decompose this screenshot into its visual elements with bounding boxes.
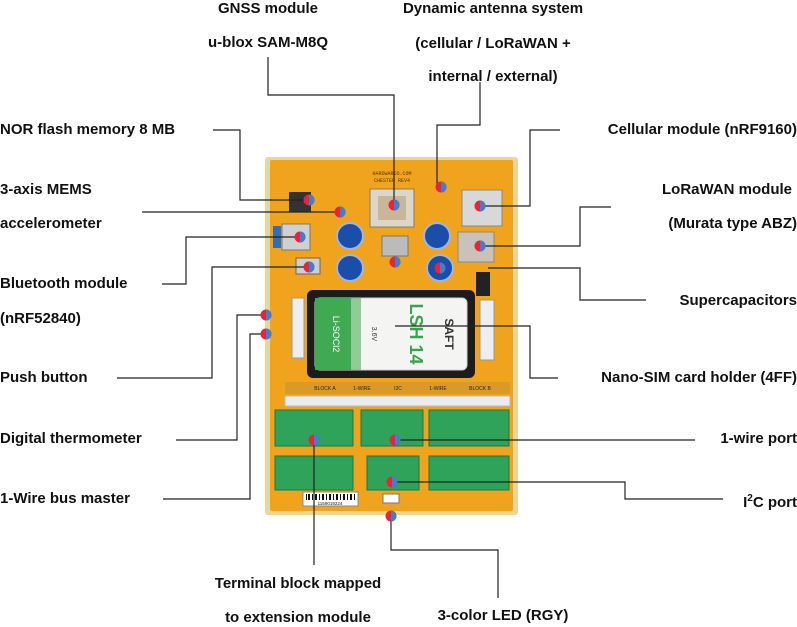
barcode-bars [306, 494, 355, 500]
header-strip [284, 395, 511, 407]
left-side-connector [291, 297, 305, 359]
battery-type: Li-SOCl2 [331, 316, 341, 353]
callout-line-cellular [480, 129, 560, 207]
callout-line-bluetooth [162, 236, 300, 285]
block-label-strip [285, 382, 510, 394]
battery-green-band [315, 298, 351, 370]
sim-holder-top [381, 235, 409, 257]
label-antenna-line1: Dynamic antenna system [402, 0, 584, 17]
battery-brand: SAFT [442, 318, 456, 350]
label-nano-sim: Nano-SIM card holder (4FF) [601, 369, 797, 386]
label-mems-line2: accelerometer [0, 215, 102, 232]
callout-lines [117, 57, 723, 598]
block-labels: BLOCK A 1-WIRE I2C 1-WIRE BLOCK B [314, 386, 491, 392]
callout-line-led [390, 516, 499, 598]
label-gnss-line2: u-blox SAM-M8Q [208, 34, 328, 51]
label-antenna-line2: (cellular / LoRaWAN + [415, 35, 571, 52]
terminal-block-b-bottom [428, 455, 510, 491]
i2c-prefix: I [743, 494, 748, 511]
label-onewire-port: 1-wire port [720, 430, 797, 447]
label-nor-flash: NOR flash memory 8 MB [0, 121, 176, 138]
label-i2c-port: I2C port [743, 490, 797, 512]
callout-line-supercaps [488, 267, 646, 301]
battery-voltage: 3.6V [370, 327, 377, 342]
block-label: BLOCK A [314, 386, 336, 392]
callout-line-nano-sim [395, 325, 558, 379]
marker-blue-halves [266, 181, 486, 522]
label-gnss-line1: GNSS module [217, 0, 318, 17]
block-label: 1-WIRE [429, 386, 447, 392]
label-lorawan-line2: (Murata type ABZ) [668, 215, 797, 232]
supercap-holder [476, 272, 490, 296]
label-onewire-master: 1-Wire bus master [0, 490, 130, 507]
label-terminal-line1: Terminal block mapped [214, 575, 382, 592]
label-antenna-line3: internal / external) [428, 68, 558, 85]
board-brand-text: HARDWARIO.COM [372, 171, 411, 177]
capacitor-1 [336, 222, 364, 250]
right-side-connector [479, 299, 495, 361]
callout-line-i2c [392, 481, 723, 500]
label-terminal-line2: to extension module [225, 609, 371, 626]
label-bluetooth-line2: (nRF52840) [0, 310, 81, 327]
battery-green-band-2 [351, 298, 361, 370]
capacitor-3 [336, 254, 364, 282]
rgy-led [382, 493, 400, 504]
label-supercaps: Supercapacitors [679, 292, 797, 309]
label-cellular: Cellular module (nRF9160) [607, 121, 797, 138]
callout-line-push-button [117, 266, 310, 379]
callout-line-antenna [436, 82, 481, 185]
callout-line-lorawan [480, 206, 611, 247]
label-thermometer: Digital thermometer [0, 430, 142, 447]
serial-number: 1159019224 [318, 501, 343, 506]
label-lorawan-line1: LoRaWAN module [662, 181, 792, 198]
callout-line-thermometer [176, 314, 265, 441]
i2c-suffix: C port [752, 494, 797, 511]
battery-model: LSH 14 [406, 303, 426, 364]
label-bluetooth-line1: Bluetooth module [0, 275, 128, 292]
callout-line-gnss [267, 57, 395, 205]
block-label: I2C [394, 386, 402, 392]
label-mems-line1: 3-axis MEMS [0, 181, 92, 198]
label-led: 3-color LED (RGY) [437, 607, 569, 624]
capacitor-2 [423, 222, 451, 250]
label-push-button: Push button [0, 369, 88, 386]
block-label: BLOCK B [469, 386, 491, 392]
callout-line-onewire-master [163, 333, 265, 500]
board-model-text: CHESTER REV4 [374, 178, 410, 184]
block-label: 1-WIRE [353, 386, 371, 392]
callout-line-nor-flash [213, 129, 306, 201]
i2c-superscript: 2 [747, 493, 753, 504]
